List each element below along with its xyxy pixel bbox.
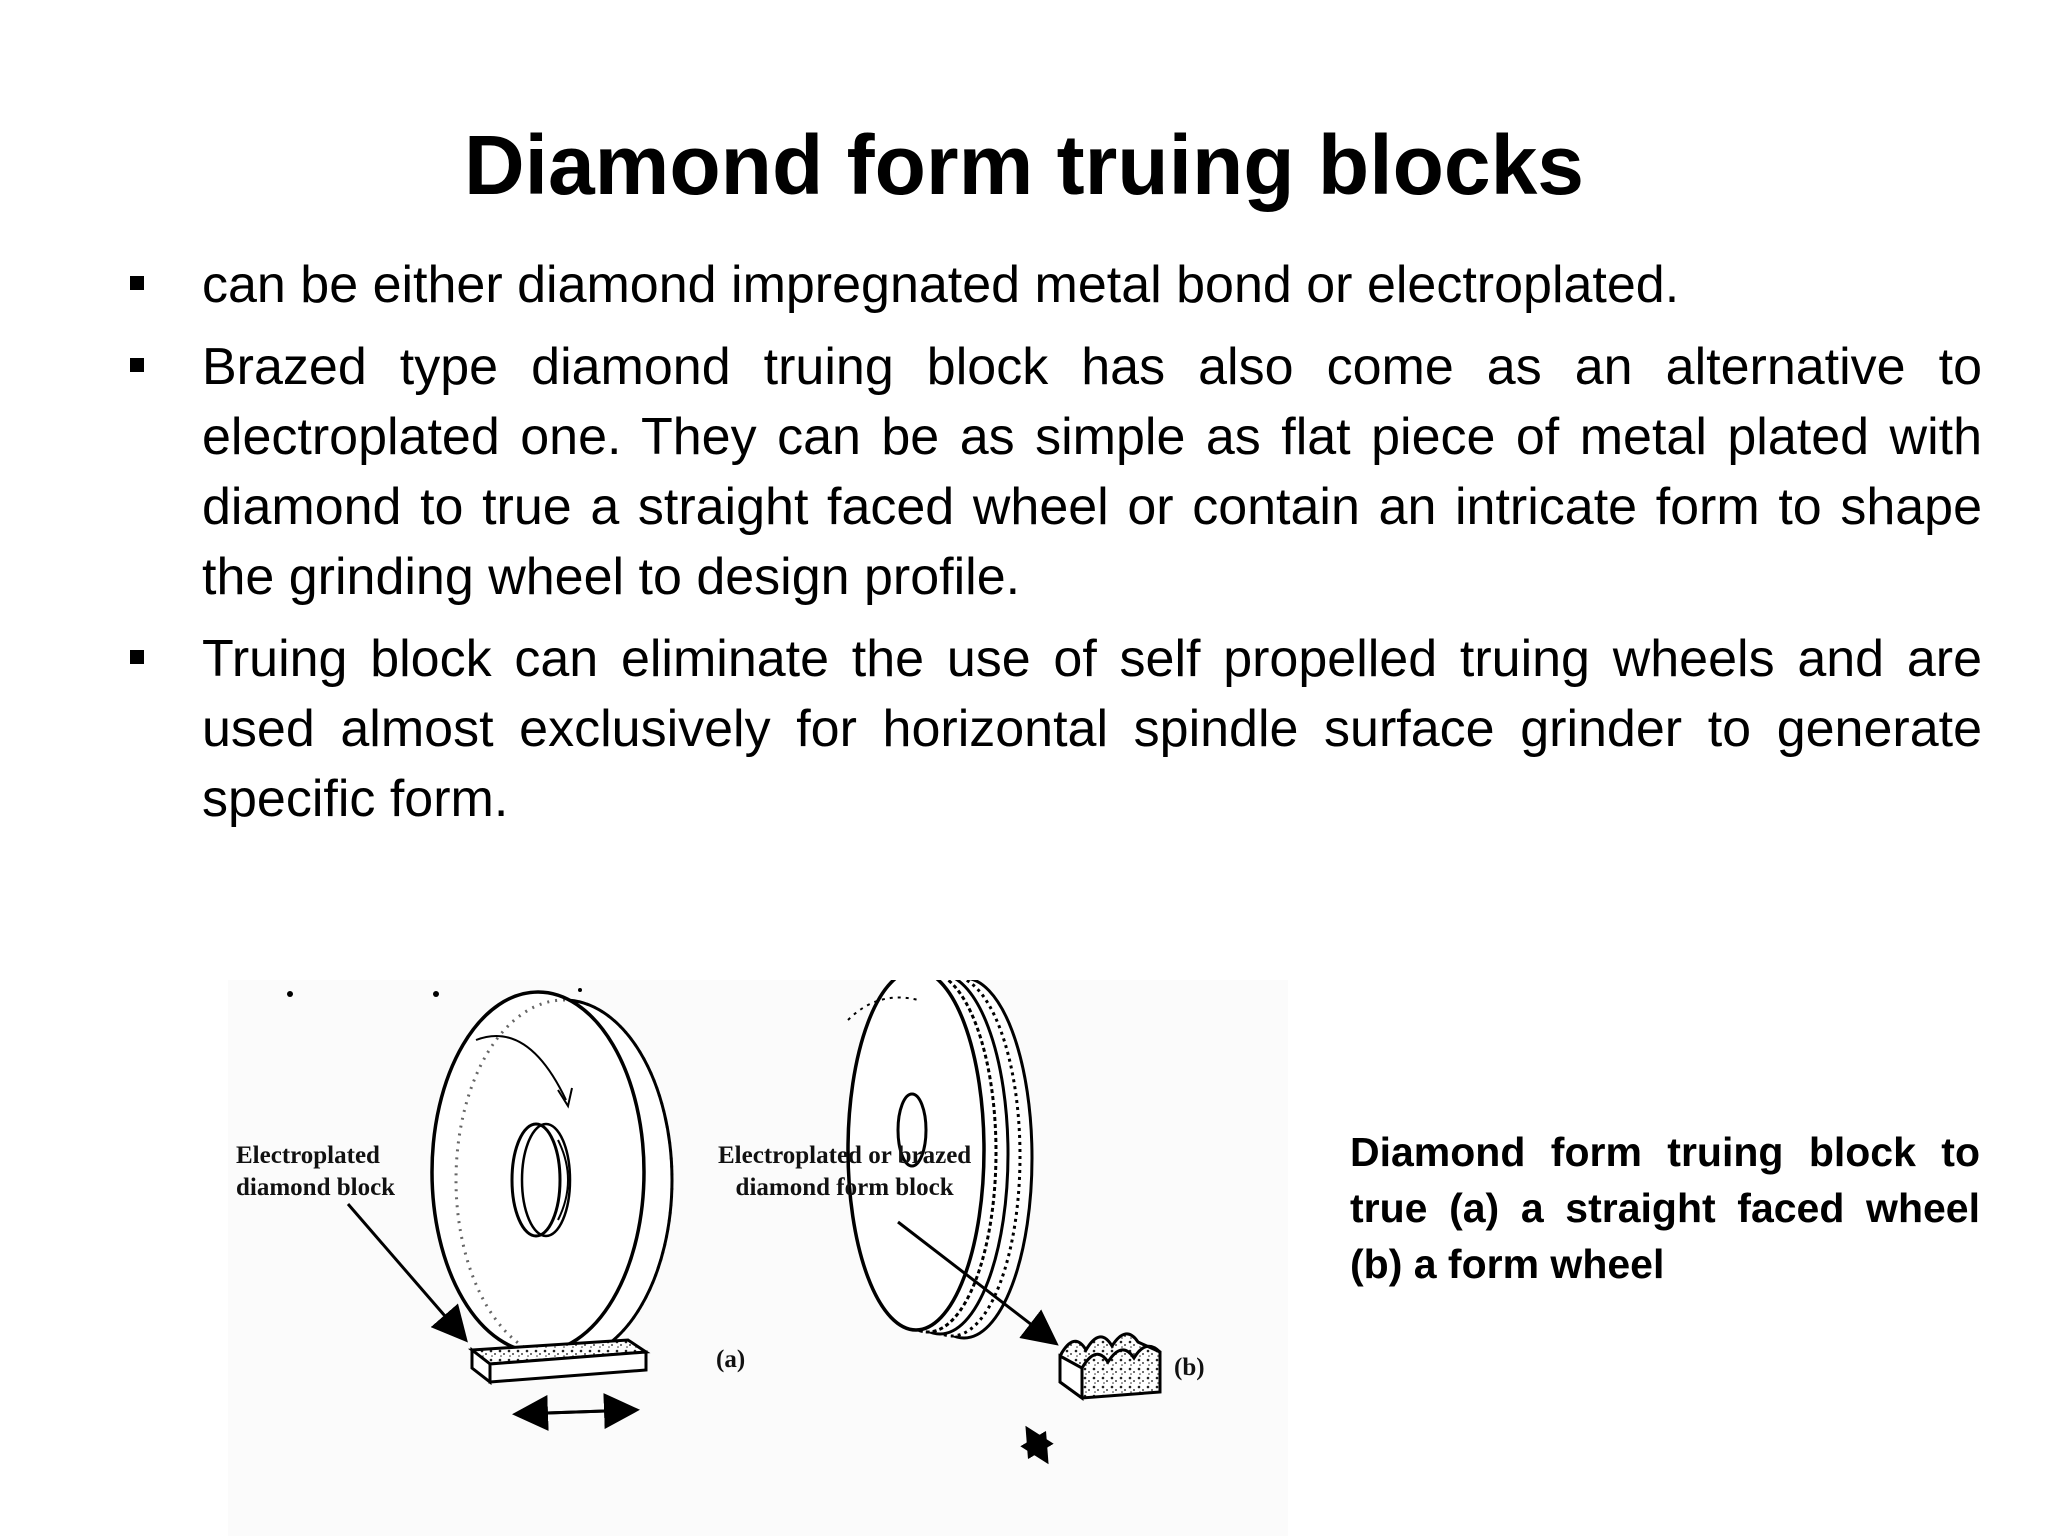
- electroplated-block-drawing: [467, 1338, 651, 1386]
- figure-label-a: Electroplated diamond block: [236, 1140, 395, 1204]
- form-block-drawing: [1058, 1332, 1162, 1401]
- figure-tag-b: (b): [1174, 1354, 1205, 1381]
- figure-label-b: Electroplated or brazed diamond form blo…: [718, 1140, 971, 1204]
- bullet-item: can be either diamond impregnated metal …: [120, 250, 1982, 320]
- square-bullet-icon: [130, 358, 144, 372]
- form-wheel-drawing: [846, 968, 1034, 1340]
- figure-label-a-line1: Electroplated: [236, 1142, 380, 1169]
- bullet-text: Brazed type diamond truing block has als…: [202, 338, 1982, 606]
- square-bullet-icon: [130, 276, 144, 290]
- figure-tag-a: (a): [716, 1346, 746, 1373]
- figure-label-b-line2: diamond form block: [735, 1174, 954, 1201]
- figure-label-a-line2: diamond block: [236, 1174, 396, 1201]
- square-bullet-icon: [130, 650, 144, 664]
- straight-wheel-drawing: [430, 990, 674, 1362]
- truing-block-illustration: [287, 968, 1162, 1465]
- slide-title: Diamond form truing blocks: [463, 118, 1585, 212]
- bullet-list: can be either diamond impregnated metal …: [120, 250, 1982, 846]
- bullet-item: Truing block can eliminate the use of se…: [120, 624, 1982, 834]
- truing-block-figure: Electroplated diamond block (a) Electrop…: [228, 968, 1288, 1536]
- figure-label-b-line1: Electroplated or brazed: [718, 1142, 972, 1169]
- bullet-item: Brazed type diamond truing block has als…: [120, 332, 1982, 612]
- bullet-text: can be either diamond impregnated metal …: [202, 256, 1680, 314]
- bullet-text: Truing block can eliminate the use of se…: [202, 630, 1982, 828]
- figure-caption: Diamond form truing block to true (a) a …: [1350, 1129, 1980, 1287]
